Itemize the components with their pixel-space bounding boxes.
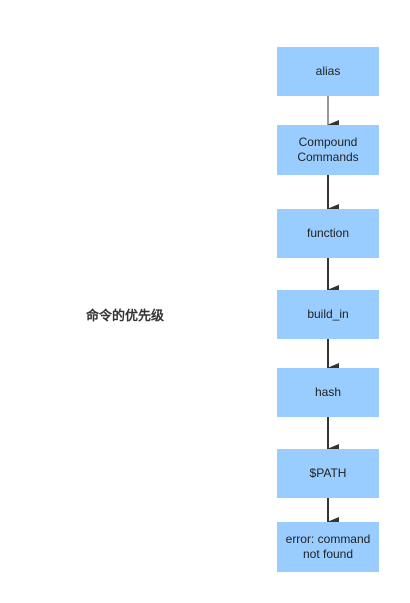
node-hash: hash: [277, 368, 379, 417]
node-build-in: build_in: [277, 290, 379, 339]
diagram-caption: 命令的优先级: [85, 309, 164, 324]
node-path: $PATH: [277, 449, 379, 498]
node-function: function: [277, 209, 379, 258]
node-error-not-found: error: command not found: [277, 522, 379, 572]
node-alias: alias: [277, 47, 379, 96]
node-compound-commands: Compound Commands: [277, 125, 379, 175]
